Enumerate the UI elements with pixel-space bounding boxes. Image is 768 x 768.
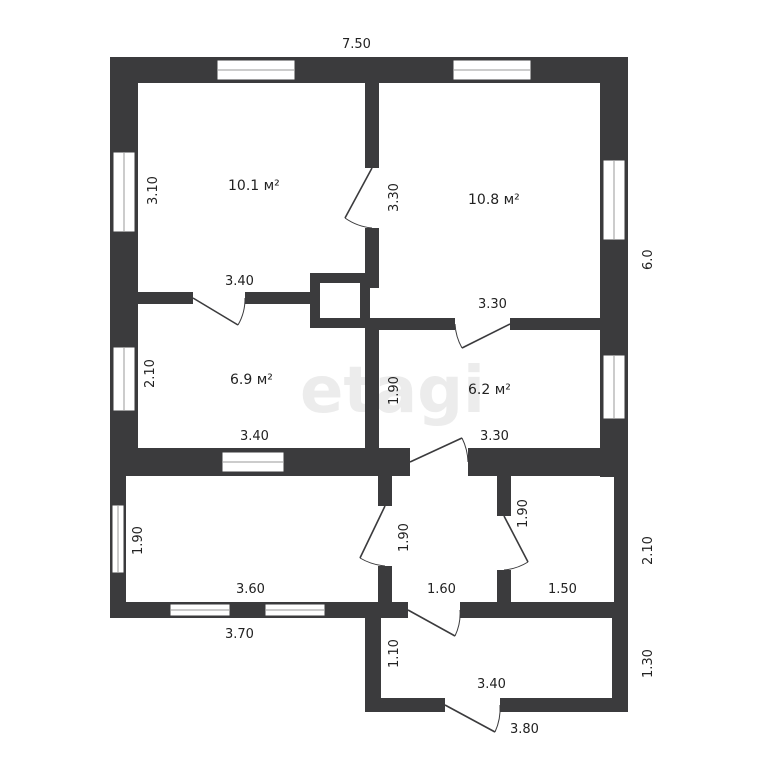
room-width-top-left: 3.40 <box>225 274 254 289</box>
room-height-porch: 1.10 <box>387 639 402 668</box>
room-height-mid-right: 1.90 <box>387 376 402 405</box>
door <box>359 505 386 559</box>
door <box>344 167 373 219</box>
room-width-mid-left: 3.40 <box>240 429 269 444</box>
room-height-lower-right: 1.90 <box>516 499 531 528</box>
room-height-top-left: 3.10 <box>146 176 161 205</box>
room-area-top-right: 10.8 м² <box>468 192 520 208</box>
windows <box>111 59 626 617</box>
walls <box>110 57 628 712</box>
doors <box>192 167 529 733</box>
dim-top-width: 7.50 <box>342 37 371 52</box>
room-height-lower-center: 1.90 <box>397 523 412 552</box>
door <box>461 323 511 349</box>
room-area-mid-right: 6.2 м² <box>468 382 511 398</box>
room-height-mid-left: 2.10 <box>143 359 158 388</box>
room-width-top-right: 3.30 <box>478 297 507 312</box>
room-width-lower-center: 1.60 <box>427 582 456 597</box>
door <box>192 297 239 326</box>
door <box>409 437 463 463</box>
room-width-lower-left: 3.60 <box>236 582 265 597</box>
room-width-mid-right: 3.30 <box>480 429 509 444</box>
room-height-lower-left: 1.90 <box>131 526 146 555</box>
dim-bottom-right: 3.80 <box>510 722 539 737</box>
dim-right-lower-1: 2.10 <box>641 536 656 565</box>
dim-bottom-left: 3.70 <box>225 627 254 642</box>
dim-right-height: 6.0 <box>641 249 656 270</box>
room-area-top-left: 10.1 м² <box>228 178 280 194</box>
door <box>503 515 529 563</box>
watermark: etagi <box>300 354 485 428</box>
room-width-lower-right: 1.50 <box>548 582 577 597</box>
room-height-top-right: 3.30 <box>387 183 402 212</box>
door <box>444 704 496 733</box>
room-width-porch: 3.40 <box>477 677 506 692</box>
room-area-mid-left: 6.9 м² <box>230 372 273 388</box>
dim-right-lower-2: 1.30 <box>641 649 656 678</box>
door <box>407 609 456 637</box>
